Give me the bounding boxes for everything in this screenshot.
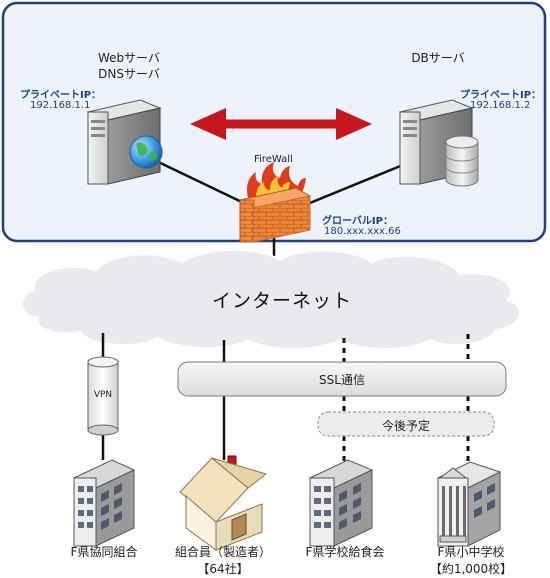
vpn-tunnel-icon: [87, 356, 119, 436]
sync-arrow: [190, 108, 372, 140]
ssl-bar: [177, 361, 507, 397]
site-schools: F県小中学校 【約1,000校】: [416, 544, 526, 578]
globe-icon: [129, 135, 163, 169]
site-members: 組合員（製造者） 【64社】: [168, 544, 278, 578]
site-lunch-name: F県学校給食会: [305, 545, 385, 559]
firewall-label: FireWall: [254, 154, 293, 165]
planned-label: 今後予定: [381, 419, 430, 433]
site-schools-count: 【約1,000校】: [429, 562, 513, 576]
firewall-ip-value: 180.xxx.xxx.66: [324, 226, 401, 237]
site-coop: F県協同組合: [48, 544, 160, 561]
internet-label: インターネット: [212, 290, 353, 312]
web-server-title-line2: DNSサーバ: [98, 67, 160, 81]
site-lunch: F県学校給食会: [290, 544, 400, 561]
db-ip-value: 192.168.1.2: [470, 100, 531, 111]
house-icon: [179, 455, 268, 551]
vpn-label: VPN: [93, 390, 113, 400]
web-server-title-line1: Webサーバ: [97, 51, 161, 65]
office-building-icon: [72, 459, 136, 547]
school-building-icon: [436, 461, 502, 547]
web-to-firewall-link: [149, 156, 249, 207]
planned-bar: [317, 411, 495, 437]
site-members-count: 【64社】: [197, 562, 249, 576]
cloud-icon: [20, 248, 521, 350]
ssl-label: SSL通信: [319, 373, 365, 387]
web-server-title: Webサーバ DNSサーバ: [84, 50, 174, 82]
site-coop-name: F県協同組合: [70, 545, 138, 559]
firewall-ip-label: グローバルIP：: [322, 216, 393, 227]
office-building-icon: [308, 459, 374, 547]
web-ip-label: プライベートIP：: [20, 90, 102, 101]
site-schools-name: F県小中学校: [437, 545, 505, 559]
db-ip-label: プライベートIP：: [460, 90, 542, 101]
db-server-title: DBサーバ: [411, 51, 465, 65]
web-ip-value: 192.168.1.1: [30, 100, 91, 111]
site-members-name: 組合員（製造者）: [174, 545, 271, 559]
firewall-icon: [238, 162, 312, 243]
database-icon: [445, 135, 479, 187]
